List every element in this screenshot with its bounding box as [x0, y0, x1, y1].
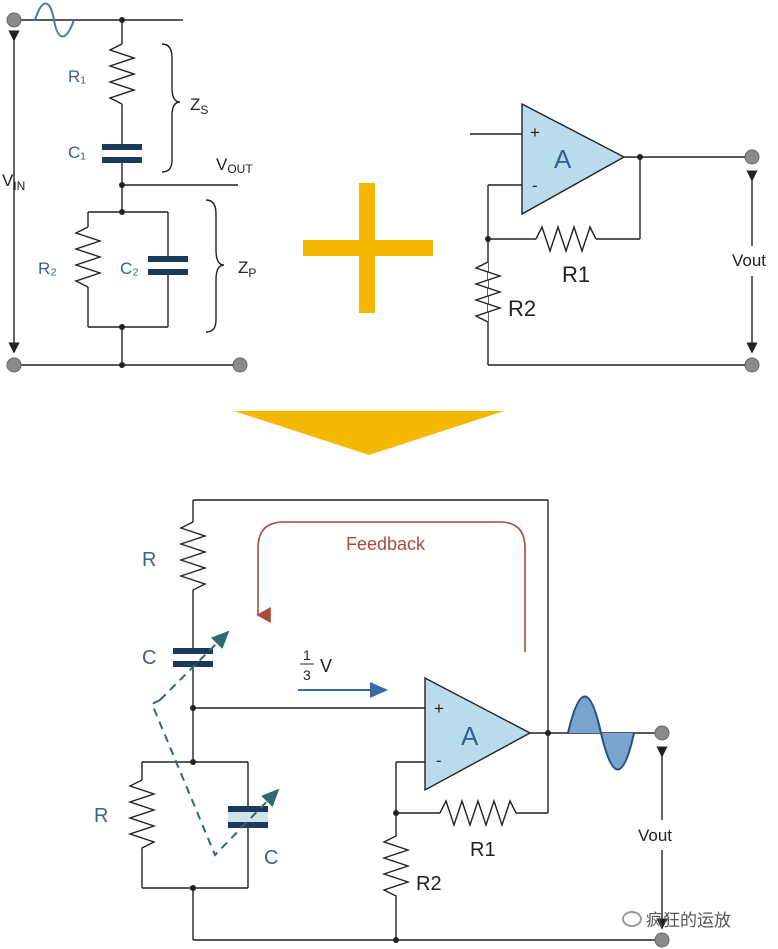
r2-label-top-right: R2	[508, 296, 536, 321]
r-top-resistor	[178, 521, 208, 608]
r-top-label: R	[142, 549, 156, 571]
zp-brace	[205, 199, 225, 333]
terminals-top-left	[6, 12, 248, 373]
c1-capacitor-plate-top	[102, 144, 142, 150]
r2-resistor	[73, 226, 103, 288]
opamp-minus-label-bottom: -	[436, 751, 442, 770]
down-arrow-icon	[234, 411, 504, 455]
c-top-capacitor-plate-top	[173, 648, 213, 654]
c-bottom-capacitor-dielectric	[228, 812, 268, 822]
r1-resistor	[107, 43, 137, 105]
input-sine-wave	[34, 2, 75, 38]
terminals-bottom	[654, 725, 670, 948]
watermark-text: 疯狂的运放	[646, 911, 731, 931]
zs-brace	[161, 43, 181, 173]
r-bottom-resistor	[127, 779, 157, 888]
junction-dots-bottom	[190, 705, 551, 943]
c2-capacitor-plate-bottom	[148, 269, 188, 275]
r2-label: R₂	[38, 259, 57, 278]
c-bottom-capacitor-plate-bottom	[228, 822, 268, 828]
junction-dots-top-right	[485, 154, 643, 242]
r-bottom-label: R	[94, 805, 108, 827]
r1-label-bottom: R1	[470, 839, 496, 861]
vout-label-bottom: Vout	[638, 826, 672, 845]
zp-label: ZP	[238, 258, 256, 280]
vout-label-top-left: VOUT	[216, 155, 253, 176]
wechat-icon	[622, 910, 642, 927]
c-top-label: C	[142, 647, 156, 669]
r1-feedback-resistor-bottom	[439, 798, 517, 828]
junction-dots-top-left	[119, 17, 125, 368]
c-top-capacitor-plate-bottom	[173, 661, 213, 667]
vout-label-top-right: Vout	[732, 251, 766, 270]
opamp-plus-label-bottom: +	[434, 699, 444, 718]
ganged-tuning-link	[150, 630, 280, 857]
r1-feedback-resistor	[535, 224, 597, 254]
r1-label: R₁	[68, 67, 86, 86]
vin-label: VIN	[2, 171, 25, 193]
opamp-minus-label: -	[532, 176, 538, 195]
terminals-top-right	[744, 149, 760, 373]
r2-resistor-bottom	[381, 813, 411, 940]
output-sine-wave	[567, 695, 635, 771]
fraction-denominator: 3	[303, 667, 311, 683]
c-bottom-capacitor-plate-top	[228, 806, 268, 812]
feedback-label: Feedback	[346, 534, 426, 554]
feedback-arrow	[256, 521, 526, 652]
c1-capacitor-plate-bottom	[102, 157, 142, 163]
rc-network	[8, 2, 240, 366]
r1-label-top-right: R1	[562, 262, 590, 287]
c2-label: C₂	[120, 259, 139, 278]
watermark: 疯狂的运放	[622, 906, 731, 931]
r2-label-bottom: R2	[416, 873, 442, 895]
yellow-plus-icon	[303, 183, 433, 313]
c2-capacitor-plate-top	[148, 256, 188, 262]
opamp-triangle-top	[521, 102, 626, 216]
opamp-gain-label-bottom: A	[461, 721, 479, 751]
fraction-v-label: V	[320, 656, 332, 676]
opamp-gain-label: A	[554, 144, 572, 174]
c1-label: C₁	[68, 143, 86, 162]
opamp-plus-label: +	[530, 123, 540, 142]
zs-label: ZS	[190, 95, 208, 117]
fraction-numerator: 1	[303, 647, 311, 663]
c-bottom-label: C	[264, 847, 278, 869]
opamp-triangle-bottom	[424, 676, 532, 792]
noninverting-amplifier	[470, 133, 758, 366]
